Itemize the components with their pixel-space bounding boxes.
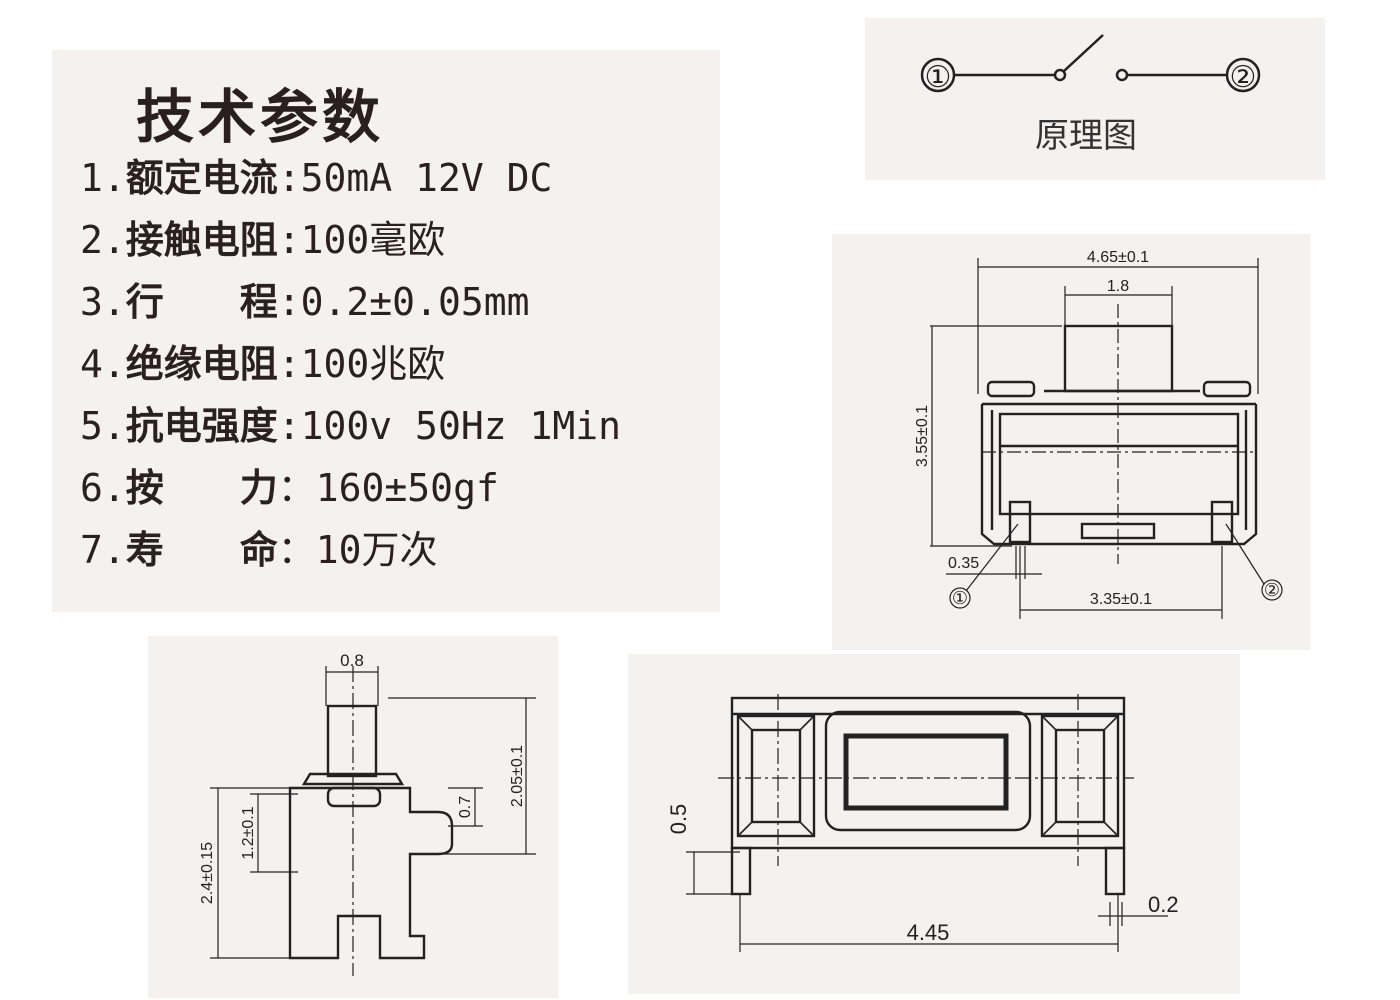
spec-label: 按 力 xyxy=(125,466,278,510)
spec-label: 寿 命 xyxy=(125,528,278,572)
schematic-caption: 原理图 xyxy=(1035,116,1137,156)
side-view-drawing: 0.8 2.05±0.1 0.7 1.2±0.1 2.4±0.15 xyxy=(199,651,536,976)
side-dim-total: 2.05±0.1 xyxy=(509,745,526,807)
spec-label: 行 程 xyxy=(125,280,278,324)
front-view-drawing: 4.65±0.1 1.8 3.55±0.1 0.35 3.35±0.1 ① ② xyxy=(914,249,1283,619)
bottom-view-drawing: 0.5 0.2 4.45 xyxy=(666,694,1179,952)
spec-label: 绝缘电阻 xyxy=(125,342,278,386)
spec-number: 6. xyxy=(80,466,126,510)
spec-value: 100毫欧 xyxy=(300,218,446,262)
spec-number: 7. xyxy=(80,528,126,572)
spec-label: 额定电流 xyxy=(125,156,278,200)
front-dim-width: 4.65±0.1 xyxy=(1087,249,1149,266)
spec-separator: : xyxy=(277,218,301,262)
spec-number: 4. xyxy=(80,342,126,386)
spec-separator: : xyxy=(277,342,301,386)
spec-number: 1. xyxy=(80,156,126,200)
spec-row: 2.接触电阻:100毫欧 xyxy=(80,214,445,266)
front-pin-2-label: ② xyxy=(1264,580,1280,600)
side-dim-actuator: 0.8 xyxy=(340,651,364,670)
spec-row: 4.绝缘电阻:100兆欧 xyxy=(80,338,445,390)
front-dim-actuator: 1.8 xyxy=(1107,278,1129,295)
spec-separator: : xyxy=(277,280,301,324)
front-view-panel xyxy=(832,234,1310,650)
schematic-diagram: ① ② xyxy=(920,34,1261,94)
spec-label: 接触电阻 xyxy=(125,218,278,262)
spec-row: 6.按 力：160±50gf xyxy=(80,462,499,514)
terminal-2-label: ② xyxy=(1230,61,1257,94)
spec-value: 160±50gf xyxy=(315,466,499,510)
bottom-dim-pin-len: 0.5 xyxy=(666,804,691,835)
side-dim-height: 2.4±0.15 xyxy=(199,842,216,904)
front-dim-pin-span: 3.35±0.1 xyxy=(1090,591,1152,608)
spec-value: 0.2±0.05mm xyxy=(300,280,530,324)
spec-separator: ： xyxy=(277,466,316,510)
spec-panel xyxy=(52,50,720,612)
bottom-dim-pin-w: 0.2 xyxy=(1148,892,1179,917)
spec-title: 技术参数 xyxy=(136,83,385,151)
front-dim-height: 3.55±0.1 xyxy=(914,405,931,467)
spec-row: 3.行 程:0.2±0.05mm xyxy=(80,276,529,328)
schematic-panel xyxy=(865,18,1325,180)
spec-row: 7.寿 命：10万次 xyxy=(80,524,438,576)
side-dim-step: 0.7 xyxy=(457,796,474,818)
front-pin-1-label: ① xyxy=(952,588,968,608)
spec-row: 5.抗电强度:100v 50Hz 1Min xyxy=(80,400,621,452)
spec-separator: ： xyxy=(277,528,316,572)
spec-number: 2. xyxy=(80,218,126,262)
spec-separator: : xyxy=(277,156,301,200)
spec-row: 1.额定电流:50mA 12V DC xyxy=(80,152,552,204)
spec-number: 3. xyxy=(80,280,126,324)
spec-separator: : xyxy=(277,404,301,448)
spec-value: 50mA 12V DC xyxy=(300,156,553,200)
bottom-view-panel xyxy=(628,654,1240,994)
spec-value: 10万次 xyxy=(315,528,438,572)
spec-value: 100v 50Hz 1Min xyxy=(300,404,621,448)
spec-number: 5. xyxy=(80,404,126,448)
side-dim-body: 1.2±0.1 xyxy=(240,806,257,859)
spec-value: 100兆欧 xyxy=(300,342,446,386)
front-dim-pin: 0.35 xyxy=(948,555,979,572)
spec-label: 抗电强度 xyxy=(125,404,278,448)
terminal-1-label: ① xyxy=(925,61,952,94)
bottom-dim-span: 4.45 xyxy=(907,920,950,945)
